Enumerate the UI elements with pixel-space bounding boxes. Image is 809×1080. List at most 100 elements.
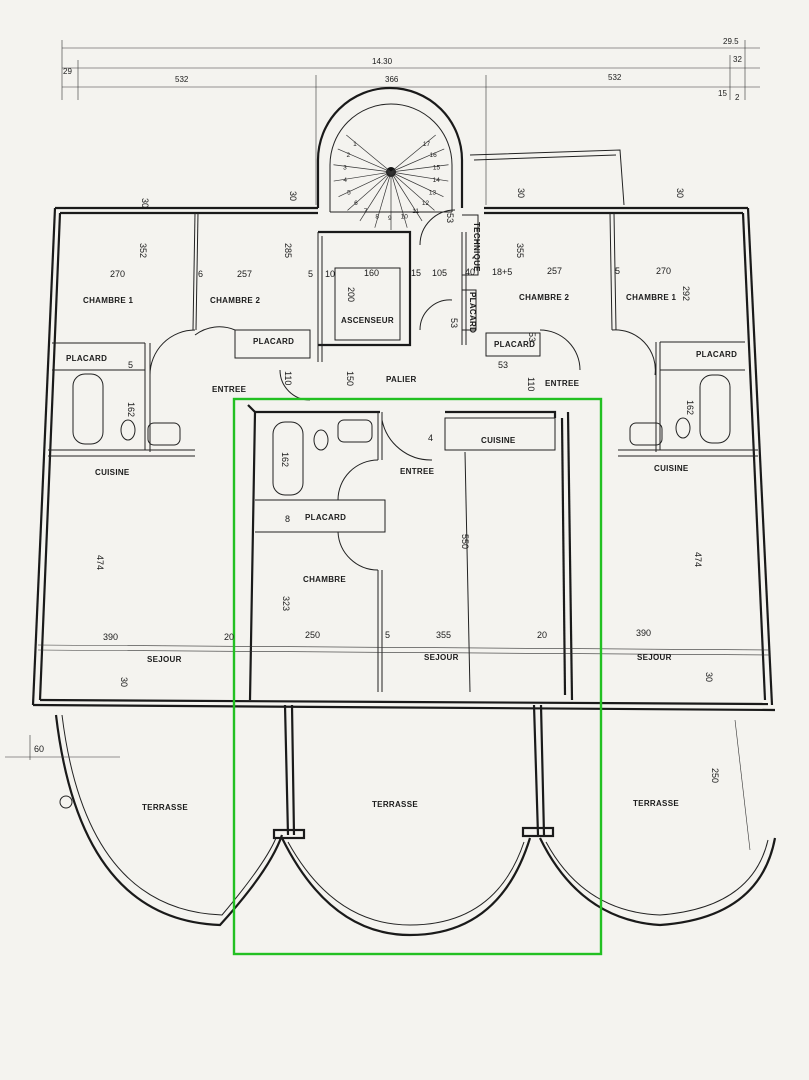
dim-label: 20 (537, 630, 547, 640)
dim-label: 30 (675, 188, 685, 198)
room-sejour-center: SEJOUR (424, 653, 459, 662)
room-technique: TECHNIQUE (472, 222, 481, 272)
dim-label: 53 (498, 360, 508, 370)
room-chambre2-right: CHAMBRE 2 (519, 293, 570, 302)
dim-label: 162 (126, 402, 136, 417)
dim-label: 40 (465, 267, 475, 277)
sink-center-icon (337, 419, 373, 443)
dim-label: 30 (288, 191, 298, 201)
room-cuisine-right: CUISINE (654, 464, 689, 473)
room-cuisine-left: CUISINE (95, 468, 130, 477)
dim-label: 474 (95, 555, 105, 570)
dim-label: 5 (615, 266, 620, 276)
bathtub-left-icon (72, 373, 104, 445)
stair-tread-line (337, 148, 392, 173)
dim-label: 30 (140, 198, 150, 208)
stair-step-number: 9 (388, 215, 392, 222)
stair-step-number: 8 (375, 213, 379, 220)
dim-label: 474 (693, 552, 703, 567)
room-placard-center-vertical: PLACARD (468, 292, 477, 333)
room-entree-center: ENTREE (400, 467, 435, 476)
stair-step-number: 1 (353, 141, 357, 148)
dim-label: 18+5 (492, 267, 512, 277)
stair-step-number: 7 (364, 208, 368, 215)
dimension-labels: 30 352 270 6 257 30 285 5 10 160 15 105 … (34, 188, 720, 783)
dim-label: 6 (198, 269, 203, 279)
dim-label: 162 (280, 452, 290, 467)
toilet-right-icon (675, 417, 691, 439)
dim-right-edge: 32 (733, 55, 742, 64)
stair-tread-line (346, 134, 392, 173)
dim-label: 53 (527, 332, 537, 342)
stair-tread-line (390, 148, 445, 173)
room-placard-left-bath: PLACARD (253, 337, 294, 346)
dim-total-width: 14.30 (372, 57, 393, 66)
dim-top-right-a: 29.5 (723, 37, 739, 46)
room-placard-right-b: PLACARD (494, 340, 535, 349)
dim-label: 292 (681, 286, 691, 301)
stair-step-number: 10 (401, 213, 409, 220)
dim-label: 20 (224, 632, 234, 642)
door-swings (149, 209, 656, 571)
stair-tread-line (333, 171, 392, 182)
dim-label: 5 (128, 360, 133, 370)
dim-label: 60 (34, 744, 44, 754)
dim-label: 250 (710, 768, 720, 783)
stair-step-number: 4 (343, 177, 347, 184)
dim-label: 110 (526, 377, 536, 391)
dim-right-segment: 532 (608, 73, 622, 82)
toilet-left-icon (120, 419, 136, 441)
room-chambre1-left: CHAMBRE 1 (83, 296, 134, 305)
top-dimension-lines (61, 40, 760, 205)
room-terrasse-center: TERRASSE (372, 800, 418, 809)
dim-label: 110 (283, 371, 293, 385)
sink-right-icon (629, 422, 663, 446)
interior-walls (37, 212, 771, 701)
dim-label: 30 (704, 672, 714, 682)
bathtub-right-icon (699, 374, 731, 444)
dim-label: 53 (449, 318, 459, 328)
room-placard-right-a: PLACARD (696, 350, 737, 359)
dim-label: 15 (411, 268, 421, 278)
room-sejour-right: SEJOUR (637, 653, 672, 662)
dim-label: 355 (436, 630, 451, 640)
dim-label: 323 (281, 596, 291, 611)
dim-label: 105 (432, 268, 447, 278)
dim-label: 270 (656, 266, 671, 276)
room-entree-left: ENTREE (212, 385, 247, 394)
room-terrasse-right: TERRASSE (633, 799, 679, 808)
toilet-center-icon (313, 429, 329, 451)
dim-label: 200 (346, 287, 356, 302)
dim-label: 4 (428, 433, 433, 443)
stair-tread-line (374, 171, 392, 228)
dim-middle-segment: 366 (385, 75, 399, 84)
dim-label: 257 (237, 269, 252, 279)
dim-label: 5 (308, 269, 313, 279)
dim-label: 53 (445, 213, 455, 223)
dim-left-edge: 29 (63, 67, 72, 76)
stair-tread-line (390, 171, 449, 182)
stair-tread-line (390, 171, 423, 222)
dim-label: 30 (516, 188, 526, 198)
stair-tread-line (390, 171, 444, 198)
stair-step-number: 16 (430, 152, 438, 159)
dim-label: 355 (515, 243, 525, 258)
outer-walls (31, 149, 776, 712)
dim-label: 5 (385, 630, 390, 640)
dim-label: 550 (460, 534, 470, 549)
dim-label: 250 (305, 630, 320, 640)
stair-step-number: 11 (412, 208, 419, 215)
dim-label: 270 (110, 269, 125, 279)
stair-step-number: 5 (347, 189, 351, 196)
stair-tread-line (390, 171, 435, 211)
dim-label: 352 (138, 243, 148, 258)
stair-tread-line (390, 171, 408, 228)
stair-step-number: 17 (423, 141, 431, 148)
room-entree-right: ENTREE (545, 379, 580, 388)
stair-tread-line (347, 171, 392, 211)
room-palier: PALIER (386, 375, 417, 384)
room-sejour-left: SEJOUR (147, 655, 182, 664)
dim-left-segment: 532 (175, 75, 189, 84)
stair-step-number: 12 (422, 200, 430, 207)
